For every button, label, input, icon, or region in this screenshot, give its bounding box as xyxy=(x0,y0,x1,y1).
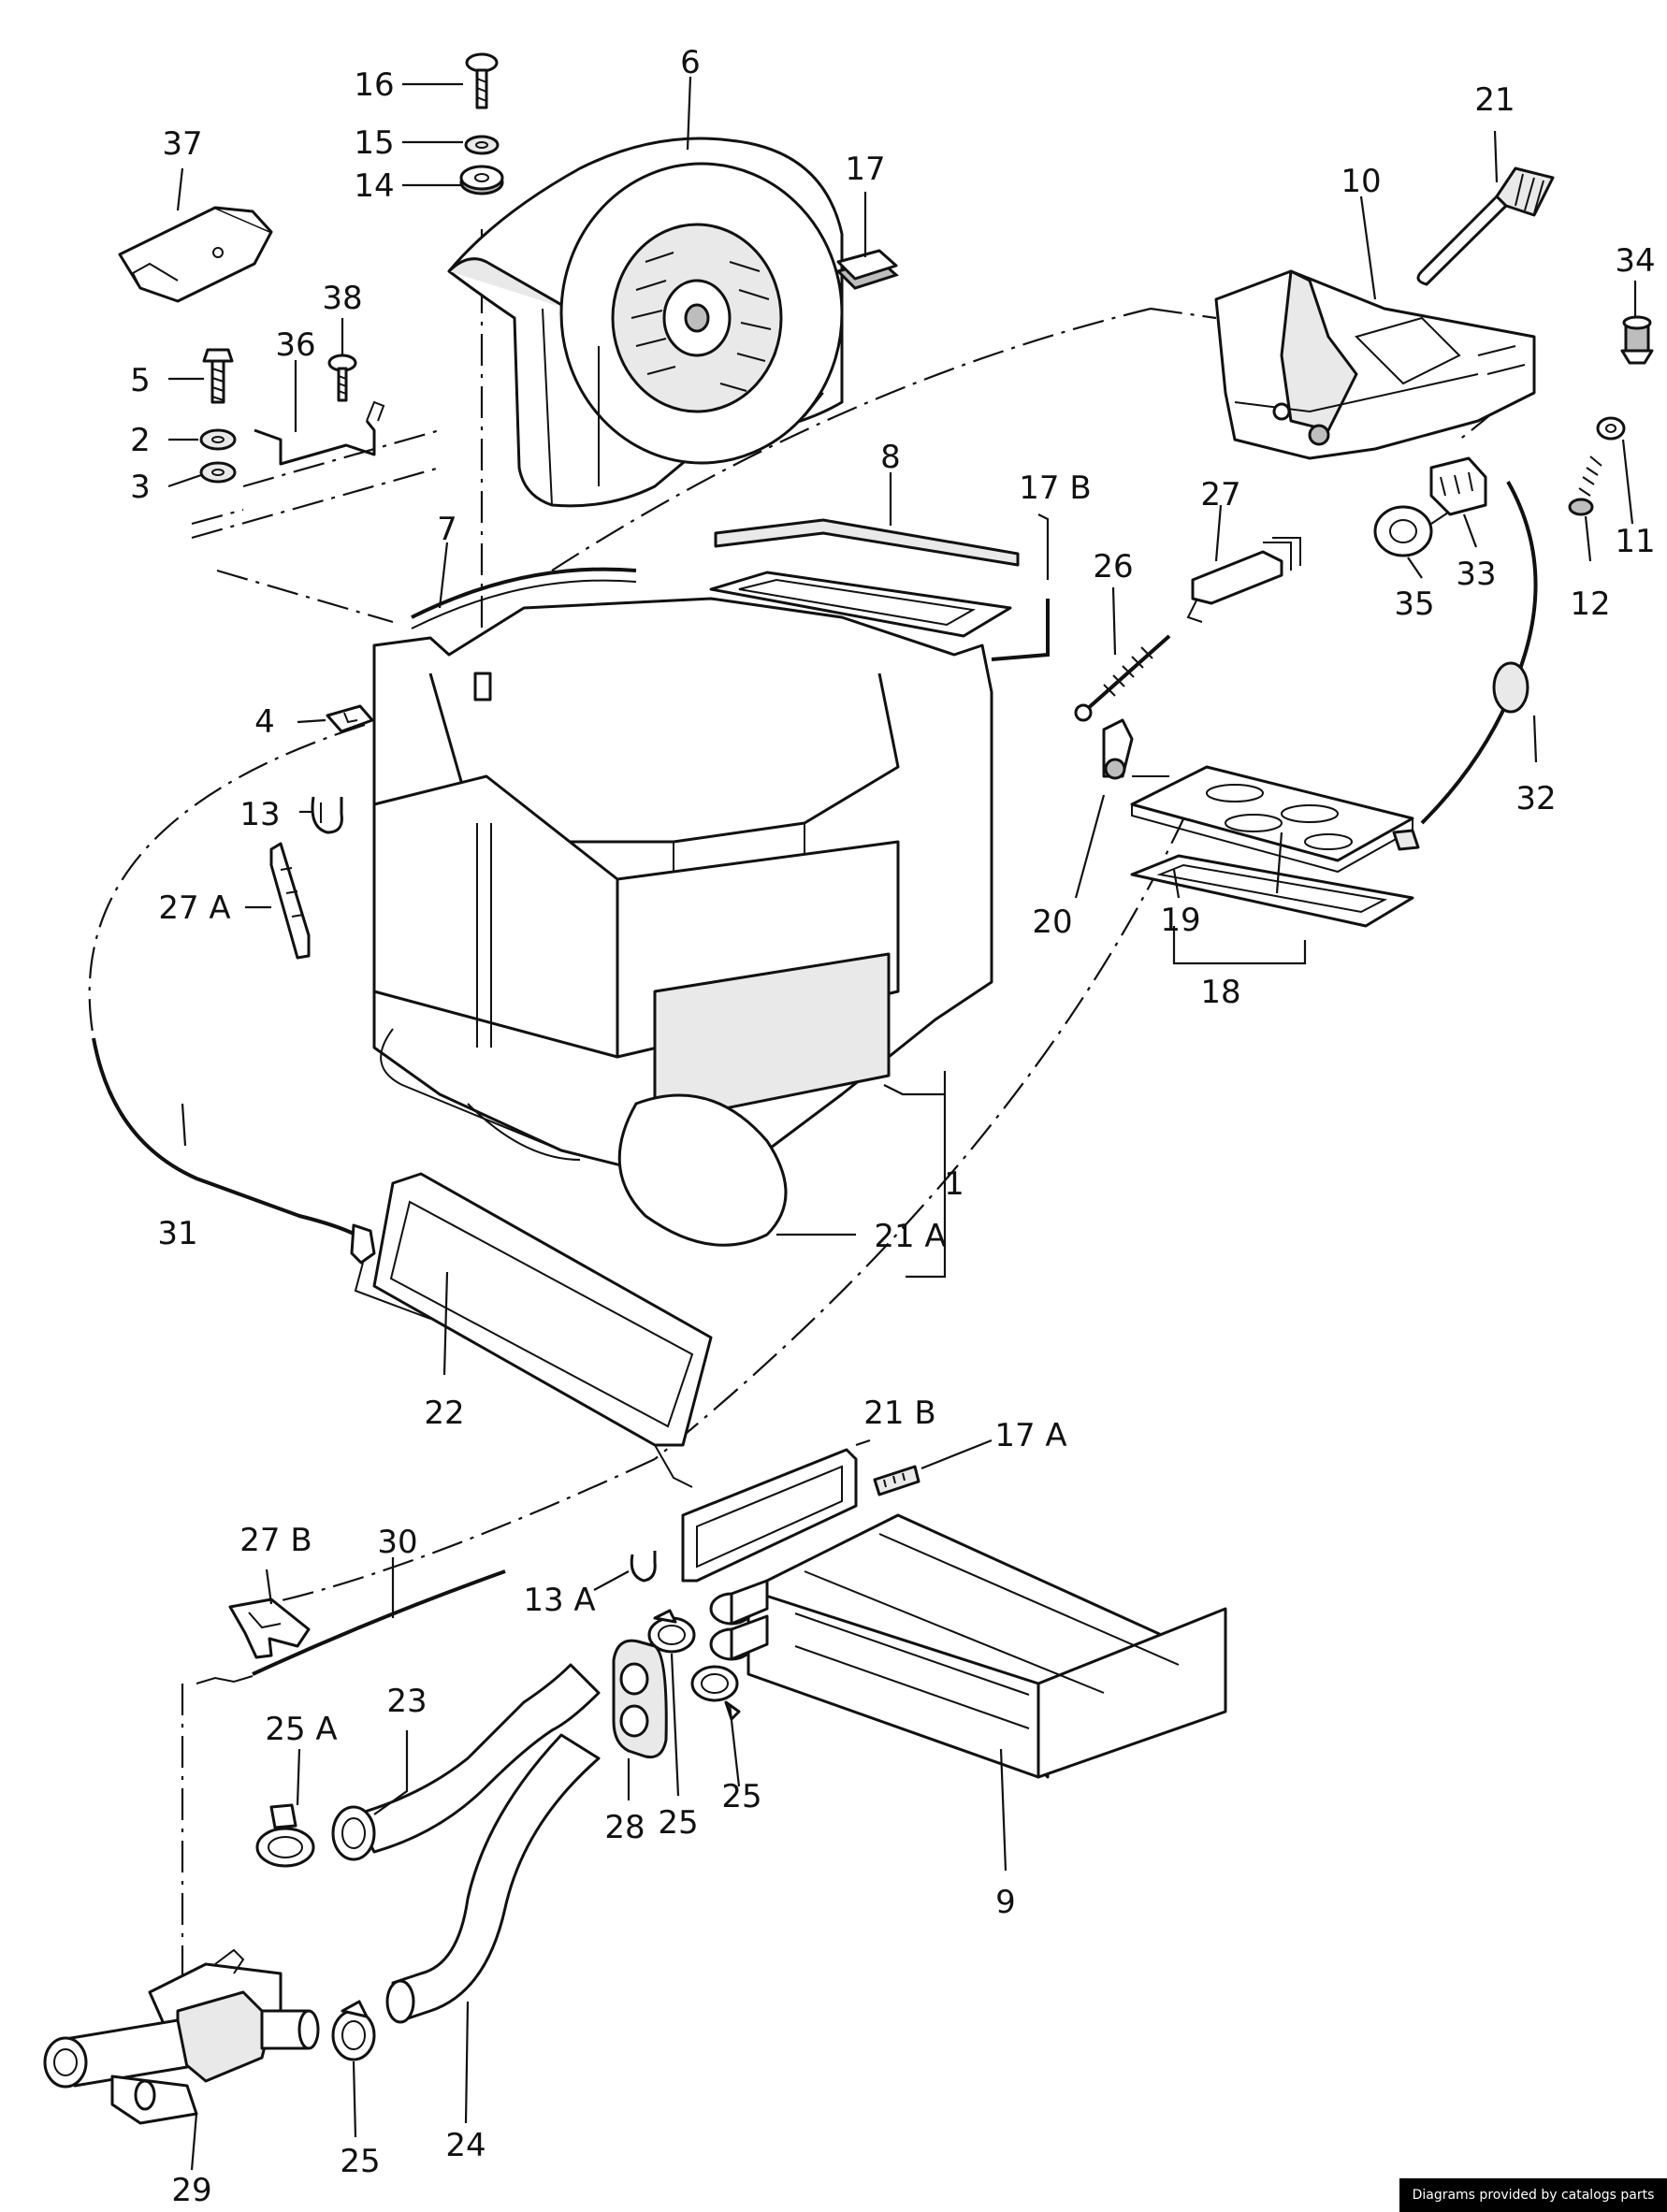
spring-rod-26 xyxy=(1074,634,1171,722)
actuator-20 xyxy=(1102,718,1169,780)
lamp-holder-35 xyxy=(1373,505,1449,557)
heater-housing-1 xyxy=(372,571,1012,1247)
screw-12 xyxy=(1568,455,1602,516)
callout-18: 18 xyxy=(1200,974,1240,1011)
seal-strip-8 xyxy=(714,518,1020,567)
callout-9: 9 xyxy=(995,1884,1016,1921)
callout-20: 20 xyxy=(1032,904,1072,941)
callout-29: 29 xyxy=(171,2172,211,2209)
callout-25-lower: 25 xyxy=(340,2143,380,2180)
callout-11: 11 xyxy=(1615,523,1655,560)
callout-13a: 13 A xyxy=(523,1582,595,1619)
bracket-37 xyxy=(118,206,273,303)
callout-33: 33 xyxy=(1456,556,1496,593)
callout-5: 5 xyxy=(130,362,151,399)
hose-23 xyxy=(331,1663,601,1861)
wire-17b xyxy=(991,599,1050,661)
foam-strip-17a xyxy=(873,1465,920,1496)
callout-7: 7 xyxy=(437,511,457,548)
callout-3: 3 xyxy=(130,469,151,506)
callout-35: 35 xyxy=(1394,586,1434,623)
callout-34: 34 xyxy=(1615,242,1655,280)
credit-banner: Diagrams provided by catalogs parts xyxy=(1399,2178,1667,2212)
callout-23: 23 xyxy=(386,1683,427,1720)
cable-31 xyxy=(92,1037,431,1320)
connector-33 xyxy=(1429,456,1487,516)
washer-11 xyxy=(1596,416,1626,441)
callout-24: 24 xyxy=(445,2127,486,2164)
callout-10: 10 xyxy=(1341,163,1381,200)
clip-27b xyxy=(228,1598,311,1659)
callout-labels: 1 2 3 4 5 6 7 8 9 10 11 12 13 13 A 14 15… xyxy=(130,44,1655,2209)
heater-core-9 xyxy=(709,1513,1227,1779)
screw-16 xyxy=(465,52,499,109)
control-plate-18 xyxy=(1130,765,1420,874)
gasket-19 xyxy=(1130,854,1414,928)
clip-13 xyxy=(311,796,343,834)
rod-21 xyxy=(1416,166,1555,286)
clip-13a xyxy=(630,1551,657,1583)
clamp-25-upper xyxy=(647,1609,696,1654)
callout-25a: 25 A xyxy=(265,1711,337,1748)
callout-16: 16 xyxy=(354,66,394,104)
callout-28: 28 xyxy=(604,1809,645,1846)
callout-32: 32 xyxy=(1515,780,1556,817)
callout-21a: 21 A xyxy=(874,1218,946,1255)
bracket-27a xyxy=(269,842,311,960)
callout-21b: 21 B xyxy=(863,1395,935,1432)
callout-21: 21 xyxy=(1474,81,1515,119)
leader-lines xyxy=(167,76,1637,2171)
callout-27b: 27 B xyxy=(239,1522,312,1559)
callout-15: 15 xyxy=(354,124,394,162)
callout-38: 38 xyxy=(322,280,362,317)
filter-frame-22 xyxy=(372,1172,713,1488)
hose-24 xyxy=(385,1733,601,2024)
callout-6: 6 xyxy=(680,44,701,81)
lever-27 xyxy=(1186,537,1301,623)
callout-17: 17 xyxy=(845,151,885,188)
callout-37: 37 xyxy=(162,125,202,163)
clamp-25a xyxy=(255,1803,315,1868)
callout-17b: 17 B xyxy=(1019,470,1091,507)
grommet-28 xyxy=(612,1639,668,1759)
washer-15 xyxy=(464,135,500,155)
callout-31: 31 xyxy=(157,1215,197,1252)
washer-2 xyxy=(199,428,237,451)
washer-3 xyxy=(199,461,237,484)
control-unit-10 xyxy=(1214,269,1536,460)
callout-2: 2 xyxy=(130,422,151,459)
blower-6 xyxy=(447,137,844,508)
screw-5 xyxy=(202,348,234,404)
seal-frame-21b xyxy=(681,1448,858,1583)
screw-38 xyxy=(327,354,357,402)
callout-30: 30 xyxy=(377,1524,417,1561)
clamp-25-right xyxy=(690,1665,741,1721)
grommet-14 xyxy=(459,165,504,195)
callout-26: 26 xyxy=(1093,548,1133,586)
callout-14: 14 xyxy=(354,167,394,205)
bracket-36 xyxy=(191,400,441,540)
callout-13: 13 xyxy=(239,796,280,833)
callout-25-right: 25 xyxy=(721,1778,761,1815)
knob-34 xyxy=(1620,315,1654,365)
callout-27a: 27 A xyxy=(158,889,230,927)
cable-30 xyxy=(196,1569,506,1684)
callout-36: 36 xyxy=(275,326,315,364)
callout-8: 8 xyxy=(880,439,901,476)
cable-32 xyxy=(1420,481,1538,825)
clamp-25-lower xyxy=(331,2000,376,2061)
callout-17a: 17 A xyxy=(994,1417,1066,1454)
callout-4: 4 xyxy=(254,703,275,741)
foam-pad-17 xyxy=(835,249,899,290)
clip-4 xyxy=(326,704,374,733)
callout-19: 19 xyxy=(1160,902,1200,939)
callout-22: 22 xyxy=(424,1395,464,1432)
callout-12: 12 xyxy=(1570,586,1610,623)
callout-25-upper: 25 xyxy=(658,1804,698,1842)
callout-1: 1 xyxy=(944,1165,964,1203)
callout-27: 27 xyxy=(1200,476,1240,513)
valve-29 xyxy=(43,1948,320,2125)
